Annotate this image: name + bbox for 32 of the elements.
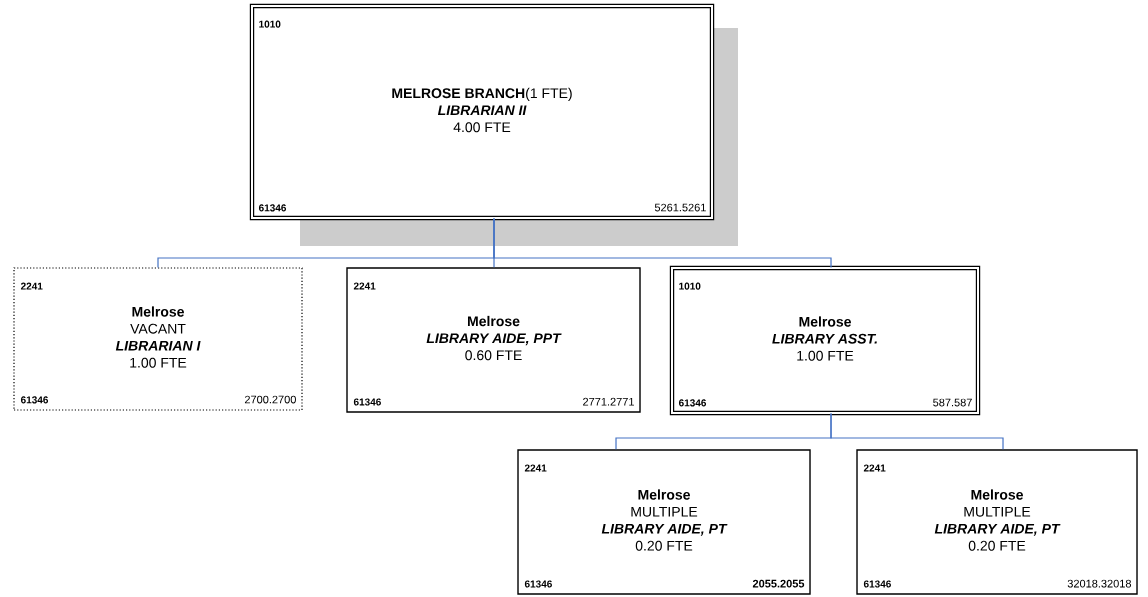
node-label: VACANT bbox=[130, 323, 186, 334]
code-number: 1010 bbox=[679, 282, 701, 290]
node-label: LIBRARY AIDE, PT bbox=[601, 523, 728, 536]
code-number: 2241 bbox=[863, 464, 886, 472]
node-label: MULTIPLE bbox=[964, 506, 1031, 517]
code-number: 587.587 bbox=[933, 398, 972, 407]
code-number: 2241 bbox=[524, 464, 547, 472]
connector-line bbox=[493, 218, 832, 268]
node-label: Melrose bbox=[132, 306, 184, 317]
code-number: 2055.2055 bbox=[752, 579, 805, 588]
connector-line bbox=[830, 413, 1004, 450]
code-number: 2241 bbox=[353, 282, 376, 290]
node-label: 1.00 FTE bbox=[130, 357, 187, 368]
node-label: 0.20 FTE bbox=[635, 540, 693, 551]
code-number: 61346 bbox=[20, 396, 49, 404]
code-number: 61346 bbox=[863, 580, 891, 588]
node-label: Melrose bbox=[638, 489, 690, 500]
node-label: LIBRARIAN I bbox=[115, 340, 201, 351]
code-number: 2771.2771 bbox=[583, 397, 634, 406]
code-number: 61346 bbox=[258, 204, 287, 212]
code-number: 61346 bbox=[353, 398, 381, 406]
node-label: Melrose bbox=[971, 489, 1023, 500]
code-number: 5261.5261 bbox=[654, 203, 706, 212]
code-number: 2241 bbox=[20, 282, 43, 290]
code-number: 2700.2700 bbox=[244, 395, 296, 404]
node-label: MULTIPLE bbox=[631, 506, 698, 517]
code-number: 32018.32018 bbox=[1067, 579, 1131, 588]
node-label: 0.20 FTE bbox=[968, 540, 1026, 551]
node-label: LIBRARY AIDE, PT bbox=[934, 523, 1061, 536]
code-number: 61346 bbox=[678, 399, 707, 407]
code-number: 61346 bbox=[524, 580, 552, 588]
code-number: 1010 bbox=[259, 20, 281, 28]
